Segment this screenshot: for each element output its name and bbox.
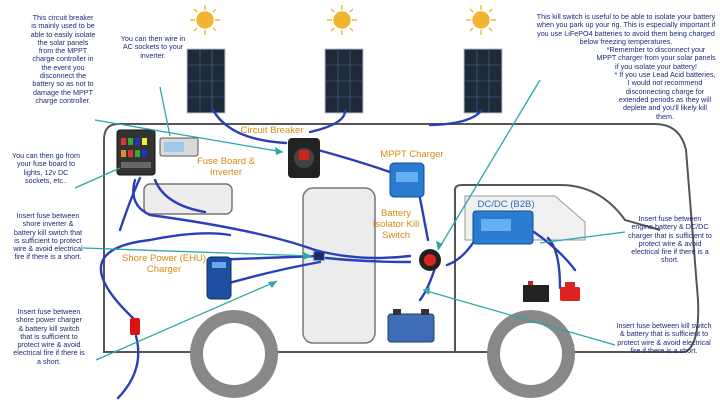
sun-icon: [190, 5, 220, 35]
wheel: [487, 310, 575, 398]
sun-icon: [327, 5, 357, 35]
solar-panel: [186, 48, 226, 114]
inverter-fuse: [313, 251, 325, 261]
van-outline: [103, 123, 700, 353]
kill-switch-fuse-note: Insert fuse between kill switch & batter…: [616, 321, 712, 355]
dcdc-fuse-note: Insert fuse between engine battery & DC/…: [628, 214, 712, 265]
mppt-charger: [389, 162, 425, 198]
mppt-charger-label: MPPT Charger: [380, 149, 444, 160]
wheel: [190, 310, 278, 398]
circuit-breaker-note: This circuit breaker is mainly used to b…: [30, 13, 96, 105]
dcdc-charger: [472, 210, 534, 245]
van-door: [302, 187, 376, 344]
circuit-breaker-label: Circuit Breaker: [240, 125, 304, 136]
engine-battery: [523, 281, 549, 302]
kill-switch-note-part-3: * If you use Lead Acid batteries, I woul…: [614, 70, 716, 121]
inverter: [159, 137, 199, 157]
solar-panel: [463, 48, 503, 114]
shore-power-charger: [206, 256, 232, 300]
leisure-battery: [387, 309, 435, 343]
circuit-breaker: [288, 138, 320, 178]
ac-sockets-note: You can then wire in AC sockets to your …: [120, 34, 186, 60]
kill-switch: [419, 249, 441, 271]
solar-panel: [324, 48, 364, 114]
fuse-board: [116, 129, 156, 176]
kill-switch-note-part-1: This kill switch is useful to be able to…: [536, 12, 716, 46]
inverter-fuse-note: Insert fuse between shore inverter & bat…: [13, 211, 83, 262]
fuse-board-note: You can then go from your fuse board to …: [11, 151, 81, 185]
shore-fuse: [130, 318, 140, 335]
sun-icon: [466, 5, 496, 35]
shore-power-charger-label: Shore Power (EHU) Charger: [122, 253, 206, 275]
pointer-lines: [74, 79, 626, 361]
van-window: [143, 183, 233, 215]
fuse-board-label: Fuse Board & Inverter: [196, 156, 256, 178]
engine-icon: [560, 282, 580, 301]
dcdc-label: DC/DC (B2B): [477, 199, 535, 210]
pointer-arrowheads: [268, 147, 443, 295]
shore-fuse-note: Insert fuse between shore power charger …: [13, 307, 85, 366]
kill-switch-note: This kill switch is useful to be able to…: [536, 12, 716, 121]
kill-switch-note-part-2: *Remember to disconnect your MPPT charge…: [596, 45, 716, 71]
battery-isolator-label: Battery Isolator Kill Switch: [372, 208, 420, 241]
